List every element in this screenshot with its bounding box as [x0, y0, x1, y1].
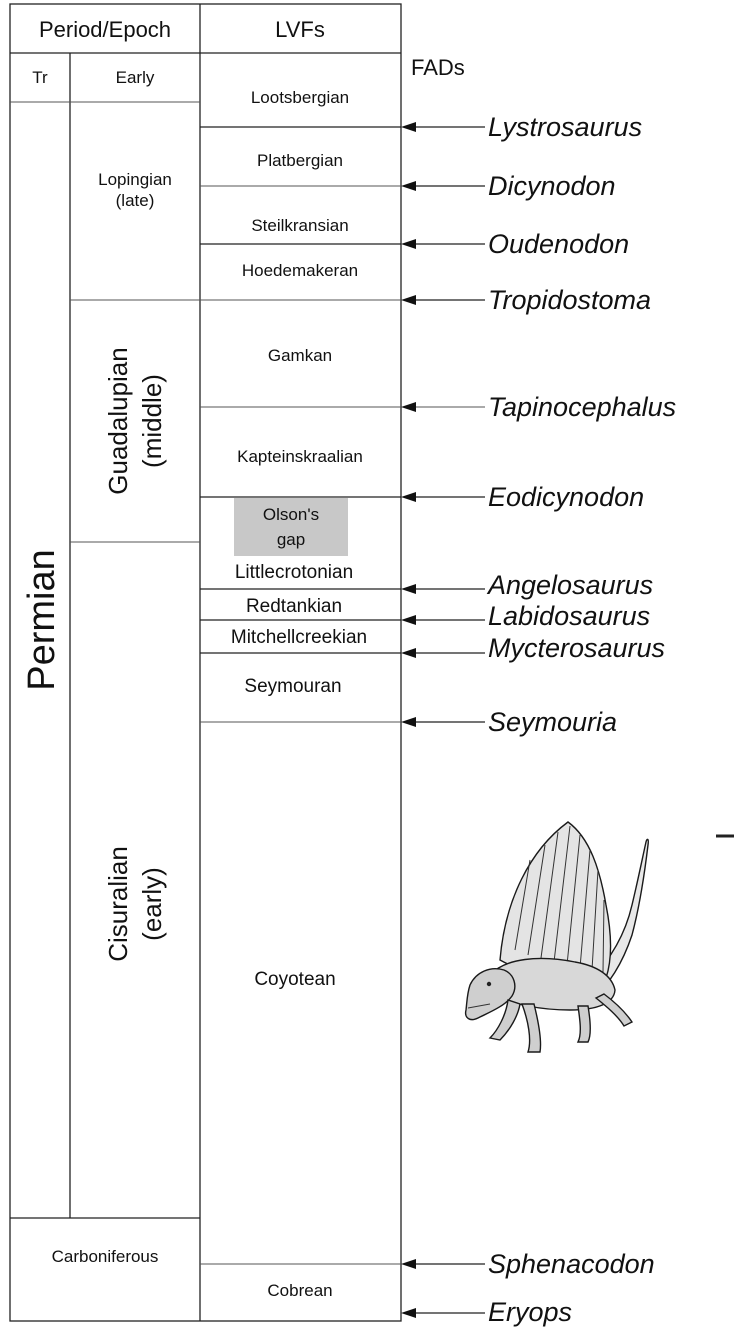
lvf-kapteinskraalian: Kapteinskraalian [237, 447, 363, 466]
fad-dicynodon: Dicynodon [488, 171, 616, 201]
lvf-hoedemakeran: Hoedemakeran [242, 261, 358, 280]
lvf-lootsbergian: Lootsbergian [251, 88, 349, 107]
header-period-epoch: Period/Epoch [39, 17, 171, 42]
fad-lystrosaurus: Lystrosaurus [488, 112, 642, 142]
period-triassic-label: Tr [32, 68, 48, 87]
lvf-gamkan: Gamkan [268, 346, 332, 365]
lvf-platbergian: Platbergian [257, 151, 343, 170]
fad-arrow [401, 584, 485, 594]
epoch-lopingian-label: Lopingian [98, 170, 172, 189]
chart-frame [10, 4, 401, 1321]
period-carboniferous-label: Carboniferous [52, 1247, 159, 1266]
lvf-littlecrotonian: Littlecrotonian [235, 562, 353, 583]
epoch-guadalupian-sublabel: (middle) [137, 374, 167, 468]
period-permian-label: Permian [21, 549, 63, 691]
header-lvfs: LVFs [275, 17, 325, 42]
lvf-olsons-gap-sublabel: gap [277, 530, 305, 549]
epoch-early-triassic-label: Early [116, 68, 155, 87]
fad-arrow [401, 122, 485, 132]
fad-arrow [401, 402, 485, 412]
fad-seymouria: Seymouria [488, 707, 617, 737]
fad-arrow [401, 239, 485, 249]
lvf-mitchellcreekian: Mitchellcreekian [231, 627, 367, 648]
fad-arrow [401, 648, 485, 658]
dimetrodon-illustration [466, 822, 649, 1052]
fad-labidosaurus: Labidosaurus [488, 601, 650, 631]
fad-arrow [401, 1308, 485, 1318]
fad-eryops: Eryops [488, 1297, 572, 1327]
header-fads: FADs [411, 55, 465, 80]
fad-angelosaurus: Angelosaurus [486, 570, 653, 600]
fad-arrow [401, 181, 485, 191]
lvf-steilkransian: Steilkransian [251, 216, 348, 235]
fad-mycterosaurus: Mycterosaurus [488, 633, 665, 663]
lvf-cobrean: Cobrean [267, 1281, 332, 1300]
epoch-guadalupian-label: Guadalupian [103, 347, 133, 494]
fad-arrow [401, 717, 485, 727]
lvf-redtankian: Redtankian [246, 596, 342, 617]
fad-tropidostoma: Tropidostoma [488, 285, 651, 315]
fad-arrow [401, 615, 485, 625]
lvf-coyotean: Coyotean [254, 969, 335, 990]
lvf-olsons-gap: Olson's [263, 505, 319, 524]
epoch-cisuralian-sublabel: (early) [137, 867, 167, 941]
fad-arrow [401, 492, 485, 502]
lvf-seymouran: Seymouran [244, 676, 341, 697]
epoch-lopingian-sublabel: (late) [116, 191, 155, 210]
epoch-cisuralian-label: Cisuralian [103, 846, 133, 962]
fad-tapinocephalus: Tapinocephalus [488, 392, 676, 422]
fad-oudenodon: Oudenodon [488, 229, 629, 259]
fad-eodicynodon: Eodicynodon [488, 482, 644, 512]
fad-sphenacodon: Sphenacodon [488, 1249, 655, 1279]
fad-arrow [401, 1259, 485, 1269]
fad-arrow [401, 295, 485, 305]
fad-arrows [401, 122, 485, 1318]
